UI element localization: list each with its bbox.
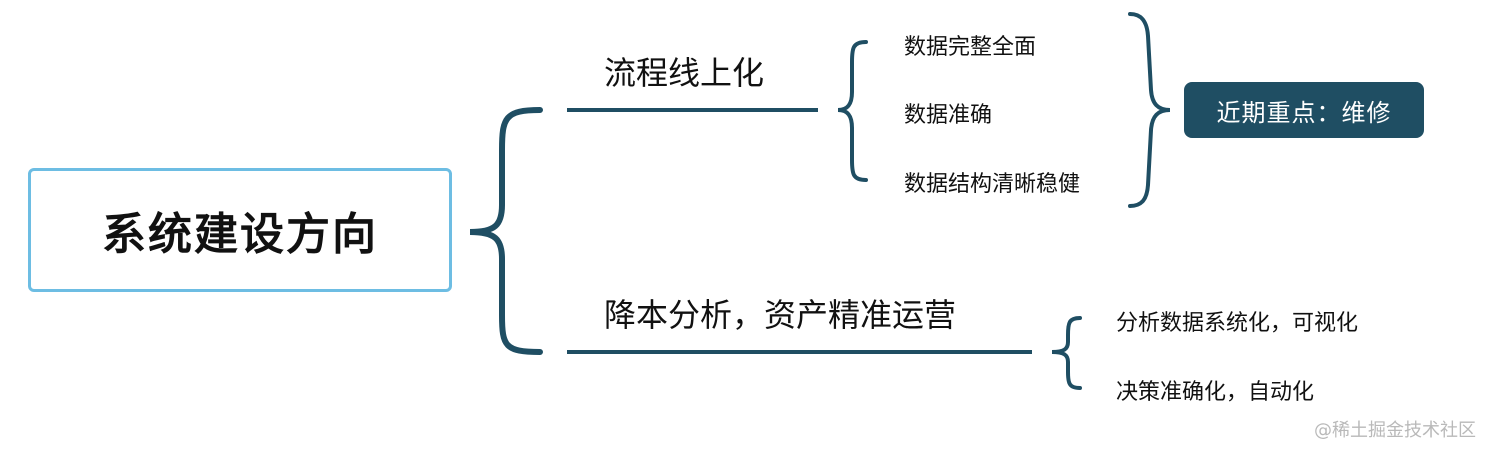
- leaf-1-1: 数据完整全面: [904, 35, 1037, 60]
- summary-node: 近期重点：维修: [1184, 82, 1424, 138]
- branch-1-label: 流程线上化: [604, 54, 765, 92]
- root-node: 系统建设方向: [28, 168, 452, 292]
- leaf-1-2: 数据准确: [904, 103, 993, 128]
- branch-2-label: 降本分析，资产精准运营: [604, 296, 957, 334]
- root-label: 系统建设方向: [102, 209, 378, 260]
- leaf-1-3: 数据结构清晰稳健: [904, 172, 1081, 197]
- watermark: @稀土掘金技术社区: [1314, 420, 1476, 441]
- leaf-2-2: 决策准确化，自动化: [1116, 380, 1315, 405]
- root-brace: [469, 107, 543, 355]
- leaf-2-1: 分析数据系统化，可视化: [1116, 311, 1359, 336]
- branch-2-brace: [1051, 316, 1082, 390]
- summary-bracket: [1128, 12, 1171, 208]
- branch-1-brace: [837, 40, 868, 182]
- summary-label: 近期重点：维修: [1216, 98, 1392, 127]
